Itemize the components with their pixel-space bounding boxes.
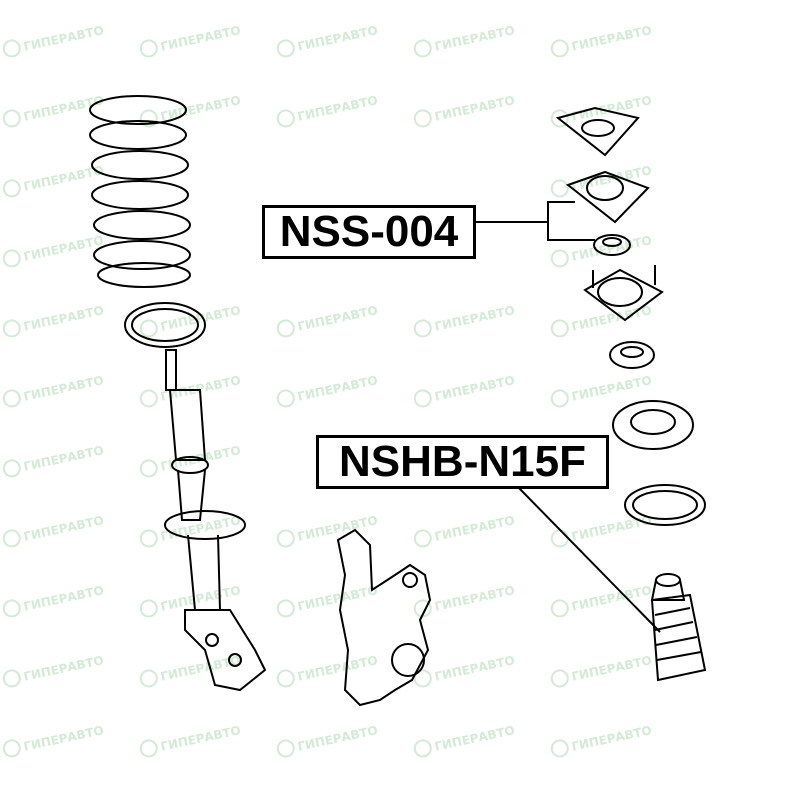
coil-spring	[89, 95, 191, 288]
bearing	[593, 234, 631, 256]
part-label-nss-004: NSS-004	[262, 205, 476, 259]
part-label-nshb-n15f: NSHB-N15F	[316, 435, 609, 489]
spring-seat	[124, 302, 206, 348]
leader-lines	[470, 201, 661, 633]
spring-insulator	[624, 484, 706, 526]
upper-mount-plate	[555, 106, 640, 157]
dust-boot	[650, 573, 707, 682]
strut-assembly	[164, 349, 267, 692]
bump-stop-cap	[609, 341, 655, 369]
steering-knuckle	[336, 528, 432, 707]
strut-mount-lower	[583, 265, 664, 322]
strut-mount	[565, 170, 650, 224]
spring-upper-seat	[612, 400, 694, 450]
